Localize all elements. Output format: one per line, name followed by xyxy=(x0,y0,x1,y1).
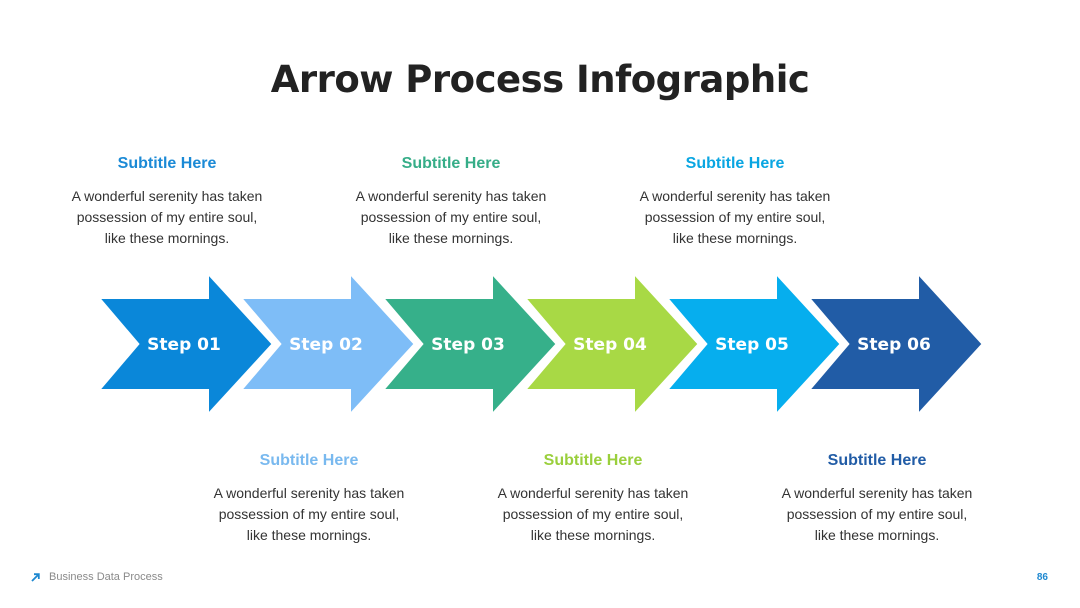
step-body-line: A wonderful serenity has taken xyxy=(71,188,263,204)
step-body-line: possession of my entire soul, xyxy=(786,506,968,522)
step-description-5: Subtitle Here A wonderful serenity has ta… xyxy=(615,155,855,249)
step-arrow-shape xyxy=(92,265,277,423)
step-body: A wonderful serenity has taken possession… xyxy=(47,186,287,249)
step-description-6: Subtitle Here A wonderful serenity has ta… xyxy=(757,452,997,546)
step-body-line: possession of my entire soul, xyxy=(76,209,258,225)
step-label: Step 04 xyxy=(573,335,647,355)
step-label: Step 03 xyxy=(431,335,505,355)
step-subtitle: Subtitle Here xyxy=(543,452,643,469)
step-body-line: possession of my entire soul, xyxy=(644,209,826,225)
footer-label: Business Data Process xyxy=(49,571,163,583)
step-body-line: like these mornings. xyxy=(814,527,940,543)
step-body: A wonderful serenity has taken possession… xyxy=(757,483,997,546)
step-body-line: possession of my entire soul, xyxy=(502,506,684,522)
step-subtitle: Subtitle Here xyxy=(259,452,359,469)
step-subtitle: Subtitle Here xyxy=(827,452,927,469)
step-description-1: Subtitle Here A wonderful serenity has ta… xyxy=(47,155,287,249)
step-body-line: possession of my entire soul, xyxy=(218,506,400,522)
step-body-line: possession of my entire soul, xyxy=(360,209,542,225)
step-description-2: Subtitle Here A wonderful serenity has ta… xyxy=(189,452,429,546)
step-arrow-5: Step 05 xyxy=(660,265,845,423)
step-body: A wonderful serenity has taken possession… xyxy=(189,483,429,546)
step-arrow-1: Step 01 xyxy=(92,265,277,423)
footer-brand: Business Data Process xyxy=(30,571,163,583)
step-body-line: like these mornings. xyxy=(388,230,514,246)
step-arrow-shape xyxy=(660,265,845,423)
step-arrow-shape xyxy=(376,265,561,423)
step-body-line: like these mornings. xyxy=(104,230,230,246)
step-arrow-2: Step 02 xyxy=(234,265,419,423)
step-body: A wonderful serenity has taken possession… xyxy=(473,483,713,546)
step-body-line: like these mornings. xyxy=(672,230,798,246)
step-description-3: Subtitle Here A wonderful serenity has ta… xyxy=(331,155,571,249)
step-subtitle: Subtitle Here xyxy=(117,155,217,172)
step-label: Step 01 xyxy=(147,335,221,355)
step-body-line: A wonderful serenity has taken xyxy=(355,188,547,204)
step-description-4: Subtitle Here A wonderful serenity has ta… xyxy=(473,452,713,546)
step-arrow-3: Step 03 xyxy=(376,265,561,423)
step-body-line: like these mornings. xyxy=(246,527,372,543)
step-body-line: A wonderful serenity has taken xyxy=(497,485,689,501)
step-subtitle: Subtitle Here xyxy=(401,155,501,172)
step-body-line: like these mornings. xyxy=(530,527,656,543)
step-body-line: A wonderful serenity has taken xyxy=(781,485,973,501)
page-number: 86 xyxy=(1036,572,1048,583)
step-arrow-shape xyxy=(518,265,703,423)
step-subtitle: Subtitle Here xyxy=(685,155,785,172)
step-arrow-shape xyxy=(234,265,419,423)
step-arrow-shape xyxy=(802,265,987,423)
step-label: Step 06 xyxy=(857,335,931,355)
page-title: Arrow Process Infographic xyxy=(270,58,810,101)
step-body-line: A wonderful serenity has taken xyxy=(639,188,831,204)
arrow-up-right-icon xyxy=(31,572,40,582)
step-label: Step 02 xyxy=(289,335,363,355)
step-body: A wonderful serenity has taken possession… xyxy=(331,186,571,249)
step-body: A wonderful serenity has taken possession… xyxy=(615,186,855,249)
step-arrow-6: Step 06 xyxy=(802,265,987,423)
step-label: Step 05 xyxy=(715,335,789,355)
step-arrow-4: Step 04 xyxy=(518,265,703,423)
step-body-line: A wonderful serenity has taken xyxy=(213,485,405,501)
